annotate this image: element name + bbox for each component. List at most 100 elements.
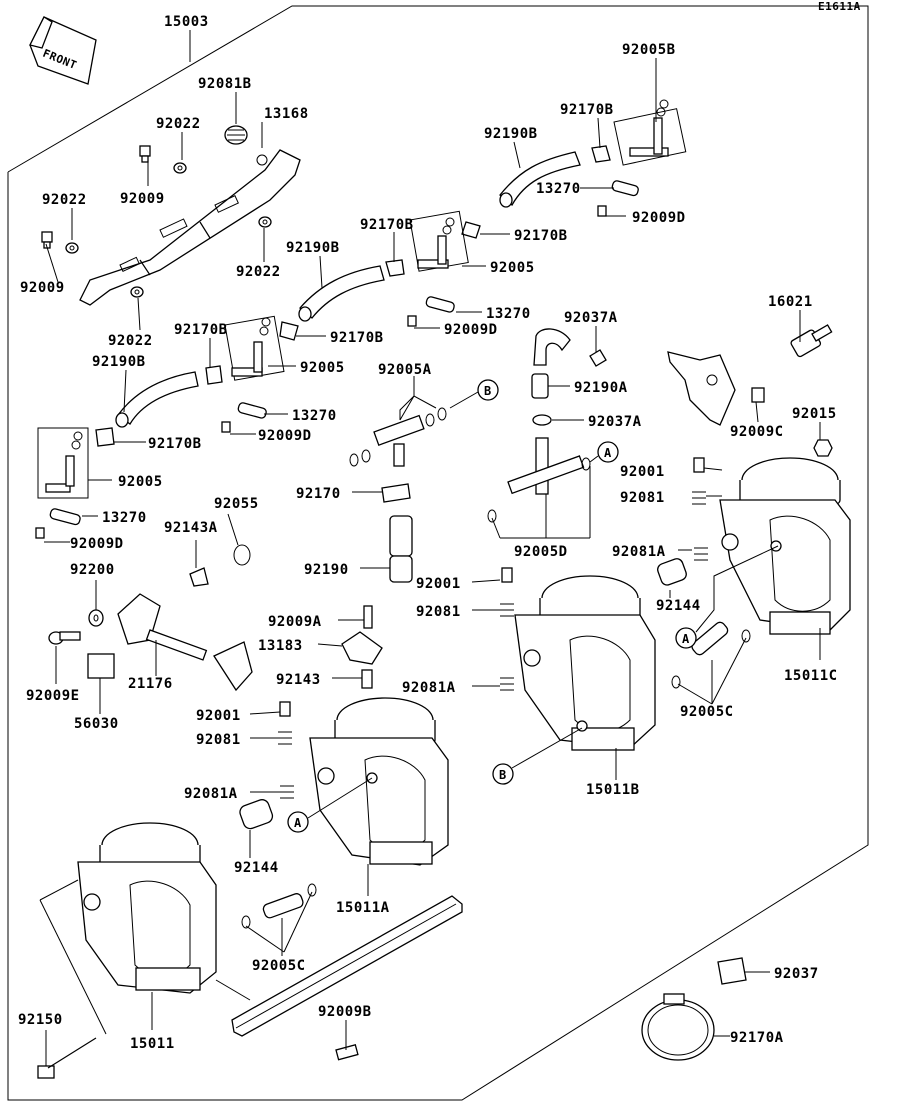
label-92081b: 92081B bbox=[198, 76, 252, 92]
clip-92037a-top bbox=[589, 349, 607, 367]
label-92143a: 92143A bbox=[164, 520, 218, 536]
spring-92081-mid bbox=[500, 603, 514, 617]
spring-92081b bbox=[224, 125, 248, 145]
spring-92081a-right bbox=[694, 547, 708, 561]
bracket-16021-mount bbox=[667, 351, 736, 426]
label-92009d-b: 92009D bbox=[70, 536, 124, 552]
spring-92144-low bbox=[239, 799, 274, 830]
rail-bracket bbox=[231, 895, 463, 1037]
label-92022-low: 92022 bbox=[108, 333, 153, 349]
svg-text:A: A bbox=[604, 446, 612, 460]
spring-92081a-low bbox=[280, 785, 294, 799]
label-92001-right: 92001 bbox=[620, 464, 665, 480]
label-92081-low: 92081 bbox=[196, 732, 241, 748]
label-92009-left: 92009 bbox=[20, 280, 65, 296]
label-13270-mid: 13270 bbox=[486, 306, 531, 322]
fitting-92005d bbox=[487, 437, 591, 523]
bolt-92009b bbox=[335, 1044, 359, 1061]
clamp-92170 bbox=[381, 483, 411, 503]
label-13270-b: 13270 bbox=[102, 510, 147, 526]
label-92081a-low: 92081A bbox=[184, 786, 238, 802]
spring-92081a-mid bbox=[500, 677, 514, 691]
bolt-92009d-low bbox=[221, 421, 231, 433]
bolt-92009-left bbox=[41, 231, 53, 249]
label-92143: 92143 bbox=[276, 672, 321, 688]
label-92001-mid: 92001 bbox=[416, 576, 461, 592]
label-92170b-r2: 92170B bbox=[330, 330, 384, 346]
bolt-92009d-top bbox=[597, 205, 607, 217]
washer-92022-top bbox=[173, 162, 187, 174]
label-13168: 13168 bbox=[264, 106, 309, 122]
label-15011a: 15011A bbox=[336, 900, 390, 916]
label-92009e: 92009E bbox=[26, 688, 80, 704]
leader-lines bbox=[39, 30, 821, 1066]
clamp-92170b-r2 bbox=[279, 321, 299, 341]
hose-92190b-top bbox=[499, 151, 581, 208]
label-92170b-top: 92170B bbox=[560, 102, 614, 118]
label-92015: 92015 bbox=[792, 406, 837, 422]
label-13270-low: 13270 bbox=[292, 408, 337, 424]
label-56030: 56030 bbox=[74, 716, 119, 732]
fitting-92005a bbox=[349, 407, 447, 467]
callout-labels: 15003 92081B 13168 92022 92009 92022 920… bbox=[18, 14, 838, 1052]
screw-92001-low bbox=[279, 701, 291, 717]
label-92009b: 92009B bbox=[318, 1004, 372, 1020]
bubble-a-3: A bbox=[287, 811, 309, 833]
label-92190a: 92190A bbox=[574, 380, 628, 396]
label-92200: 92200 bbox=[70, 562, 115, 578]
washer-92200 bbox=[88, 609, 104, 627]
spacer-92143 bbox=[361, 669, 373, 689]
bubble-a-2: A bbox=[675, 627, 697, 649]
bolt-92150 bbox=[37, 1037, 97, 1079]
bubble-a-1: A bbox=[597, 441, 619, 463]
label-92081a-right: 92081A bbox=[612, 544, 666, 560]
bolt-92009e bbox=[48, 631, 81, 645]
front-arrow-icon: FRONT bbox=[29, 16, 97, 85]
label-92170b-r1: 92170B bbox=[514, 228, 568, 244]
svg-text:B: B bbox=[484, 384, 492, 398]
plate-13270-mid bbox=[425, 296, 455, 313]
washer-92022-mid bbox=[258, 216, 272, 228]
tube-92005c-low bbox=[241, 883, 317, 929]
carburetor-15011a bbox=[309, 697, 449, 866]
hose-92190b-left bbox=[115, 371, 199, 428]
bolt-92009d-mid bbox=[407, 315, 417, 327]
label-92081-mid: 92081 bbox=[416, 604, 461, 620]
label-92005a: 92005A bbox=[378, 362, 432, 378]
label-92170: 92170 bbox=[296, 486, 341, 502]
label-92055: 92055 bbox=[214, 496, 259, 512]
assembly-outline bbox=[7, 5, 869, 1101]
screw-92001-mid bbox=[501, 567, 513, 583]
plate-13270-low bbox=[237, 402, 267, 419]
svg-text:B: B bbox=[499, 768, 507, 782]
label-92005-mid: 92005 bbox=[490, 260, 535, 276]
clamp-92170b-r1 bbox=[461, 221, 481, 239]
hose-92190a bbox=[531, 328, 571, 399]
label-92170b-l1: 92170B bbox=[360, 217, 414, 233]
hose-92190b-mid bbox=[298, 265, 385, 322]
label-15003: 15003 bbox=[164, 14, 209, 30]
label-92022-top: 92022 bbox=[156, 116, 201, 132]
nut-92015 bbox=[813, 439, 833, 457]
label-92190b-mid: 92190B bbox=[286, 240, 340, 256]
bolt-92009-top bbox=[139, 145, 151, 163]
label-92037a-low: 92037A bbox=[588, 414, 642, 430]
label-92009d-low: 92009D bbox=[258, 428, 312, 444]
label-15011c: 15011C bbox=[784, 668, 838, 684]
tube-92005c-right bbox=[671, 621, 751, 689]
spring-92081-right bbox=[692, 491, 706, 505]
clamp-92170b-low bbox=[95, 427, 115, 447]
label-92037a-top: 92037A bbox=[564, 310, 618, 326]
label-92150: 92150 bbox=[18, 1012, 63, 1028]
label-92009d-mid: 92009D bbox=[444, 322, 498, 338]
clamp-92037 bbox=[717, 957, 747, 985]
bolt-92009a bbox=[363, 605, 373, 629]
label-16021: 16021 bbox=[768, 294, 813, 310]
hose-92190 bbox=[389, 515, 413, 583]
label-21176: 21176 bbox=[128, 676, 173, 692]
label-92037: 92037 bbox=[774, 966, 819, 982]
label-15011b: 15011B bbox=[586, 782, 640, 798]
label-92005-lefttop: 92005 bbox=[300, 360, 345, 376]
label-92190b-left: 92190B bbox=[92, 354, 146, 370]
